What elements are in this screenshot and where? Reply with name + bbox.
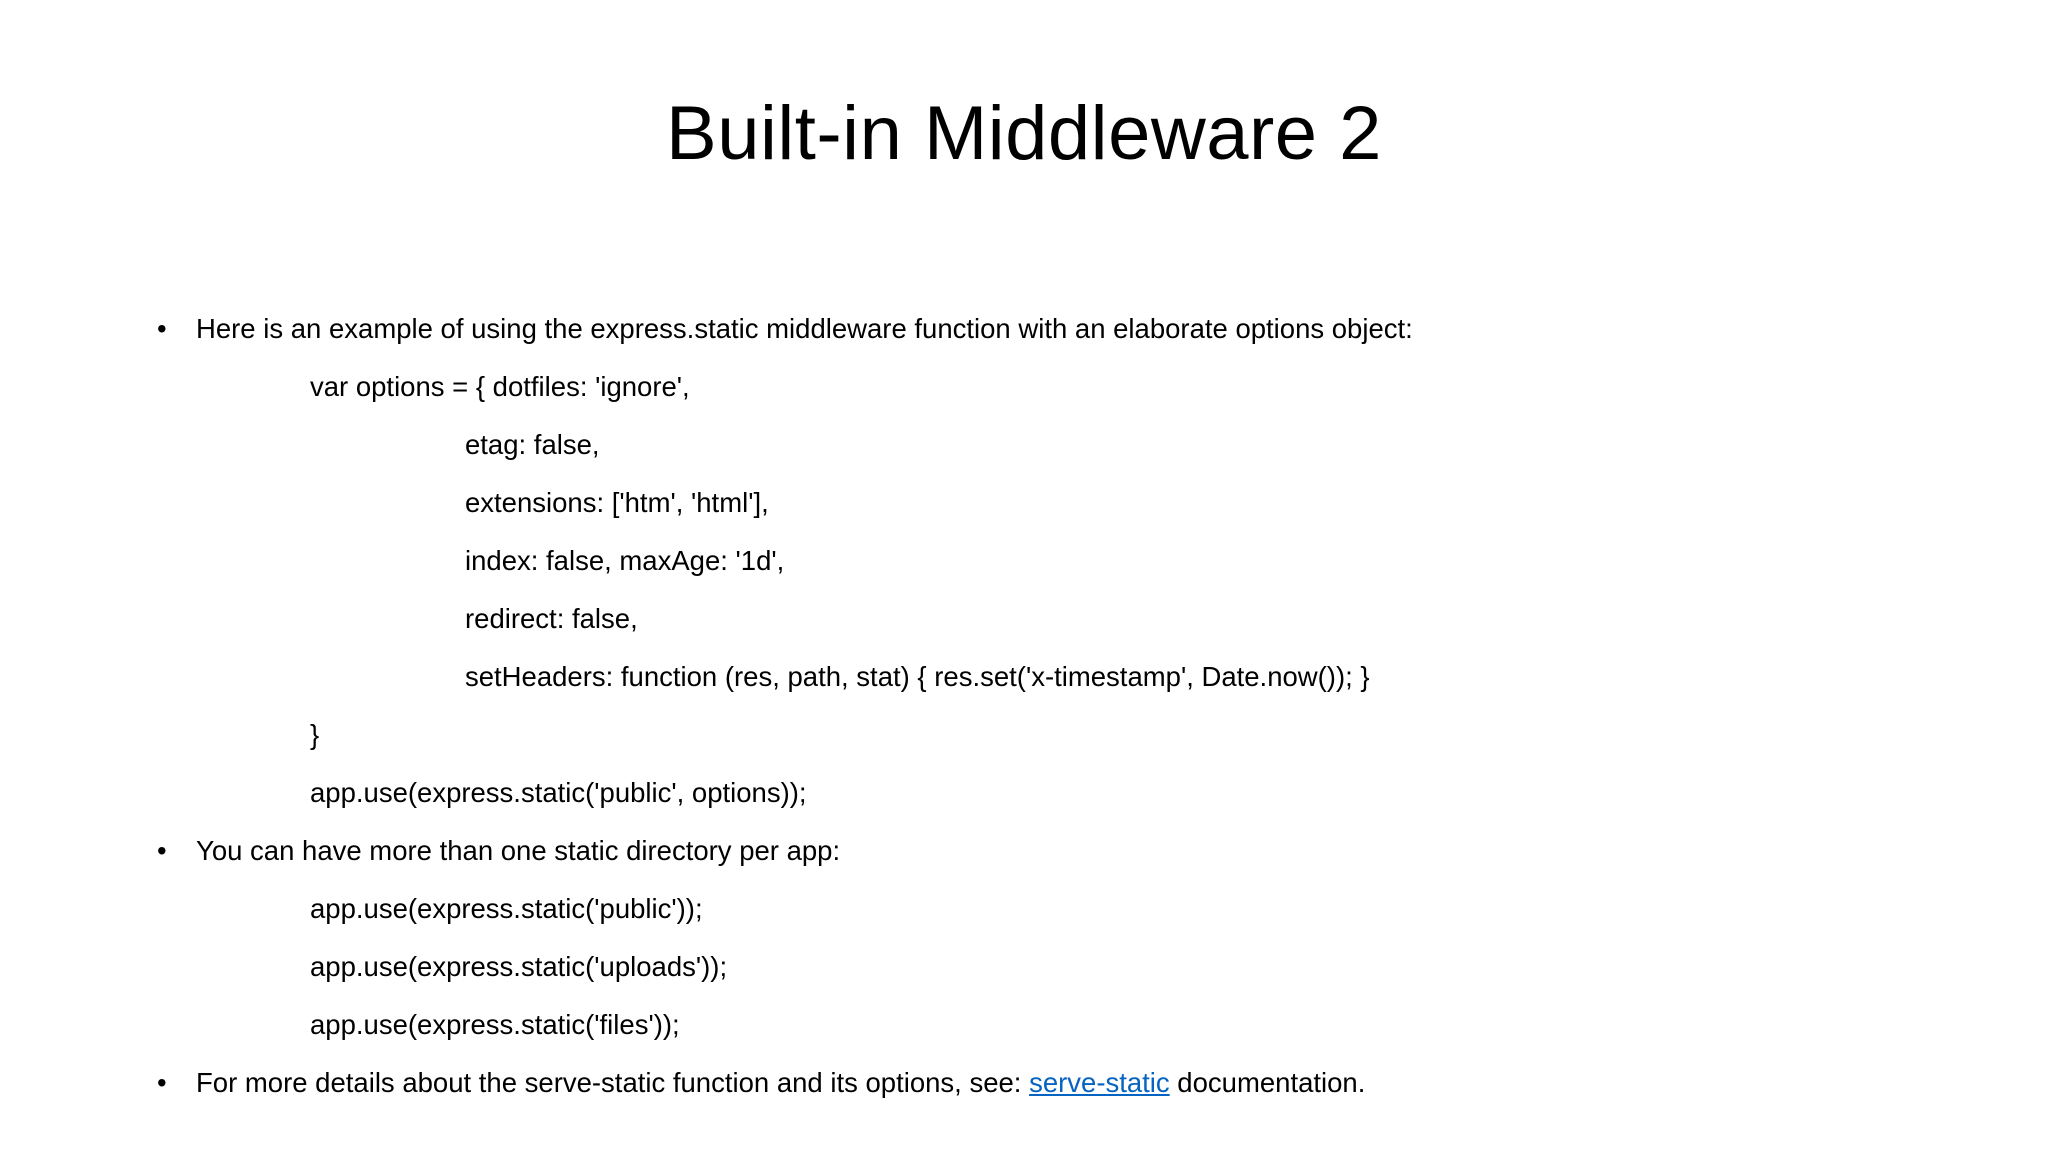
bullet-dot-icon: • (157, 313, 167, 344)
code-line-close-brace: } (310, 719, 320, 750)
code-line-var-options: var options = { dotfiles: 'ignore', (310, 371, 690, 402)
code-line-appuse-public-options: app.use(express.static('public', options… (310, 777, 807, 808)
code-line-etag: etag: false, (465, 429, 600, 460)
code-line-appuse-public: app.use(express.static('public')); (310, 893, 703, 924)
code-line-appuse-uploads: app.use(express.static('uploads')); (310, 951, 728, 982)
bullet-item-2: • You can have more than one static dire… (0, 822, 2048, 880)
bullet-3-suffix-text: documentation. (1169, 1067, 1366, 1098)
bullet-item-3: • For more details about the serve-stati… (0, 1054, 2048, 1112)
code-line-extensions: extensions: ['htm', 'html'], (465, 487, 769, 518)
page-title: Built-in Middleware 2 (666, 91, 1382, 176)
bullet-item-1: • Here is an example of using the expres… (0, 300, 2048, 358)
code-line-appuse-files: app.use(express.static('files')); (310, 1009, 680, 1040)
code-line-index-maxage: index: false, maxAge: '1d', (465, 545, 785, 576)
bullet-dot-icon: • (157, 835, 167, 866)
bullet-dot-icon: • (157, 1067, 167, 1098)
bullet-2-text: You can have more than one static direct… (196, 835, 841, 866)
serve-static-link[interactable]: serve-static (1029, 1067, 1170, 1098)
code-line-setheaders: setHeaders: function (res, path, stat) {… (465, 661, 1370, 692)
code-line-redirect: redirect: false, (465, 603, 638, 634)
slide-body: • Here is an example of using the expres… (0, 300, 2048, 1112)
bullet-3-prefix-text: For more details about the serve-static … (196, 1067, 1030, 1098)
bullet-1-text: Here is an example of using the express.… (196, 313, 1413, 344)
